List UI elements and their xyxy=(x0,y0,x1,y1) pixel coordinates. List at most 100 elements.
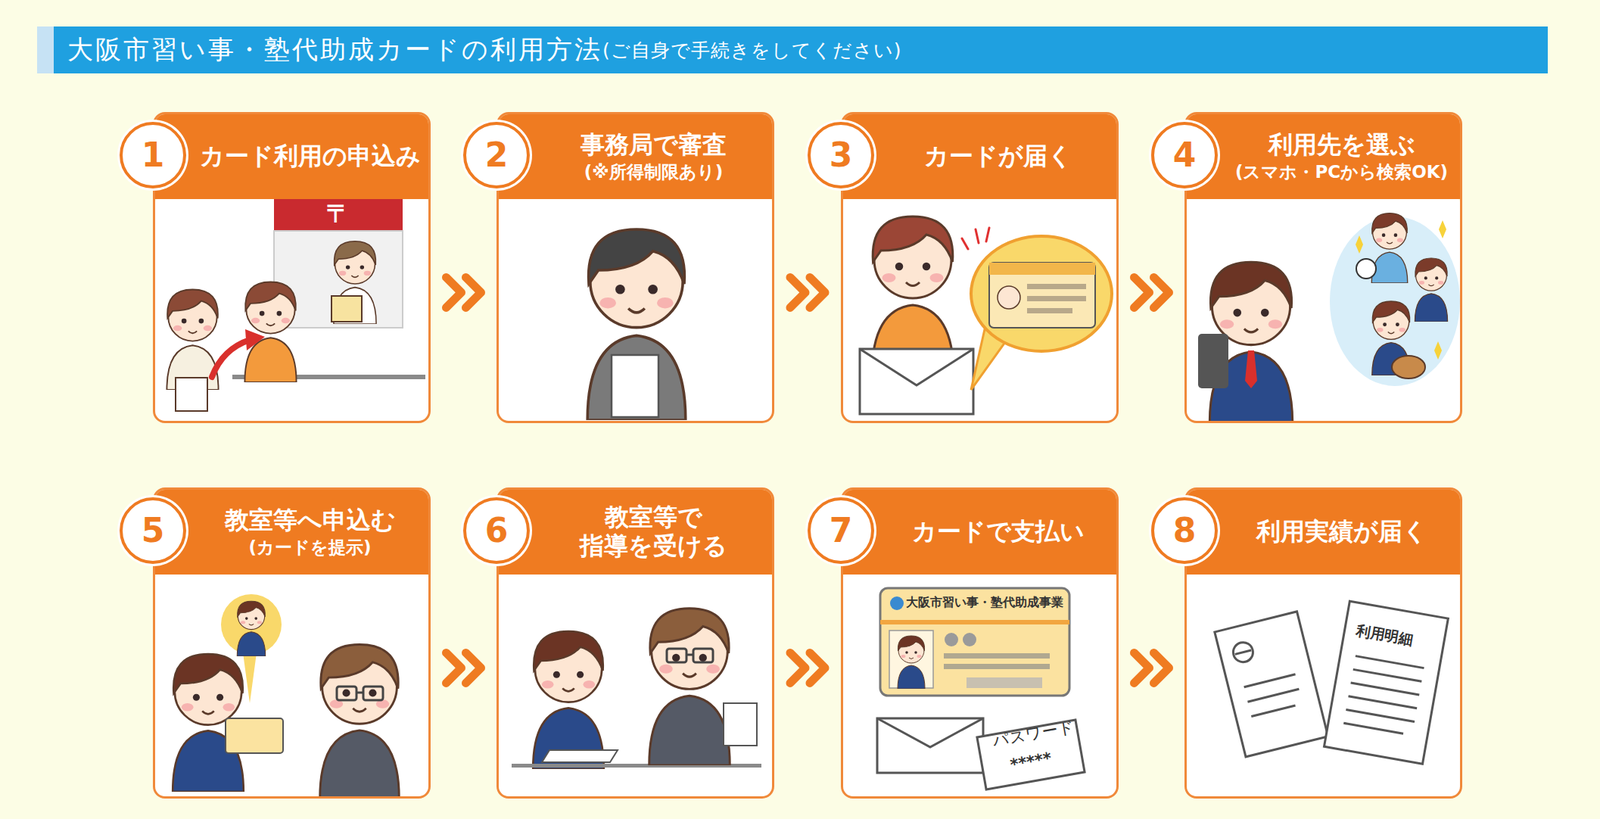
guitar xyxy=(1391,355,1426,379)
step-chevron xyxy=(446,277,482,308)
illustration-part xyxy=(154,195,430,421)
step-title: カード利用の申込み xyxy=(197,142,423,172)
step-number-circle: 5 xyxy=(119,497,187,564)
step-note: (カードを提示) xyxy=(197,536,423,559)
envelope xyxy=(859,348,974,415)
teacher xyxy=(320,644,400,799)
illustration-part xyxy=(1244,674,1304,717)
step-number: 2 xyxy=(485,138,509,172)
card-line xyxy=(1027,283,1087,290)
chevron-path xyxy=(1134,652,1170,683)
chevron-path xyxy=(790,652,825,683)
step-card: 事務局で審査(※所得制限あり)2 xyxy=(496,112,775,424)
step-chevron xyxy=(1134,652,1170,683)
illustration-part xyxy=(962,632,977,647)
step-number: 4 xyxy=(1173,138,1197,172)
card-stripe xyxy=(880,619,1070,625)
illustration-part xyxy=(686,653,694,657)
step-number: 6 xyxy=(485,513,509,548)
choose-scene xyxy=(1198,213,1460,424)
step-number: 7 xyxy=(829,513,853,548)
subsidy-card xyxy=(989,262,1096,328)
post-office-scene xyxy=(166,199,426,411)
step-number-circle: 1 xyxy=(119,121,187,189)
chevron-path xyxy=(790,277,825,308)
post-sign xyxy=(273,199,403,231)
step-number: 5 xyxy=(141,513,165,548)
step-number-circle: 8 xyxy=(1151,497,1218,564)
step-number: 3 xyxy=(829,138,853,172)
step-card: 利用先を選ぶ(スマホ・PCから検索OK)4 xyxy=(1184,112,1463,424)
step-card: 利用実績が届く8 xyxy=(1184,487,1463,799)
illustration-part xyxy=(666,648,687,663)
photo-face xyxy=(897,635,925,689)
subsidy-card xyxy=(880,588,1070,696)
step-card: カード利用の申込み1 xyxy=(152,112,431,424)
subsidy-card xyxy=(225,718,284,754)
paper xyxy=(723,703,757,746)
card-line xyxy=(1027,295,1087,302)
title-note: (ご自身で手続きをしてください) xyxy=(602,37,903,63)
statement-front xyxy=(1323,600,1448,764)
step-title: 教室等で 指導を受ける xyxy=(541,503,766,561)
document xyxy=(331,295,362,322)
title-text: 大阪市習い事・塾代助成カードの利用方法 xyxy=(67,32,603,68)
kid-study xyxy=(1414,258,1448,322)
lesson-scene xyxy=(511,608,762,769)
card-header: カードで支払い xyxy=(843,489,1117,575)
tie xyxy=(1245,350,1258,389)
paper xyxy=(611,354,659,418)
applicant xyxy=(244,281,296,383)
step-number-circle: 6 xyxy=(463,497,530,564)
photo-face xyxy=(236,600,265,657)
illustration-part xyxy=(943,663,1050,670)
notebook xyxy=(541,750,618,763)
illustration-part xyxy=(1231,640,1256,665)
step-number-circle: 2 xyxy=(463,121,530,189)
step-chevron xyxy=(1134,277,1170,308)
barcode xyxy=(966,677,1043,688)
illustration-part xyxy=(1343,656,1424,736)
step-title: 教室等へ申込む xyxy=(197,506,423,536)
illustration-part xyxy=(842,570,1118,797)
step-number: 1 xyxy=(141,138,165,172)
step-card: 教室等へ申込む(カードを提示)5 xyxy=(152,487,431,799)
red-arrow-head xyxy=(245,329,265,351)
teacher xyxy=(649,608,731,766)
illustration-part xyxy=(363,686,383,701)
glasses xyxy=(666,648,713,663)
illustration-label: 〒 xyxy=(326,200,351,228)
student xyxy=(532,631,604,769)
chevron-path xyxy=(446,652,482,683)
kid-soccer xyxy=(1371,213,1408,284)
illustration-part xyxy=(498,195,773,421)
smartphone xyxy=(1198,333,1229,389)
illustration-part xyxy=(498,570,773,797)
card-header: 事務局で審査(※所得制限あり) xyxy=(498,114,772,200)
office-staff xyxy=(587,229,686,421)
card-header: 教室等で 指導を受ける xyxy=(498,489,772,575)
step-number-circle: 3 xyxy=(807,121,875,189)
step-title: カードが届く xyxy=(885,142,1111,172)
card-photo xyxy=(997,286,1021,309)
step-chevron xyxy=(790,277,825,308)
illustration-part xyxy=(943,653,1050,659)
illustration-part xyxy=(1235,650,1252,654)
step-title: 事務局で審査 xyxy=(541,130,766,160)
card-line xyxy=(1027,308,1073,314)
illustration-part xyxy=(1214,611,1329,757)
step-card: カードが届く3 xyxy=(840,112,1119,424)
step-card: カードで支払い7 xyxy=(840,487,1119,799)
card-header: 教室等へ申込む(カードを提示) xyxy=(155,489,429,575)
statement-back xyxy=(1214,611,1329,757)
card-header: 利用実績が届く xyxy=(1186,489,1460,575)
illustration-label: 大阪市習い事・塾代助成事業 xyxy=(905,595,1064,610)
step-number-circle: 4 xyxy=(1151,121,1218,189)
envelope xyxy=(877,718,984,773)
stars xyxy=(1355,220,1447,360)
form xyxy=(175,377,208,411)
envelope-flap xyxy=(859,348,974,386)
illustration-part xyxy=(336,686,357,701)
step-note: (スマホ・PCから検索OK) xyxy=(1229,161,1454,184)
red-arrow xyxy=(211,339,250,377)
